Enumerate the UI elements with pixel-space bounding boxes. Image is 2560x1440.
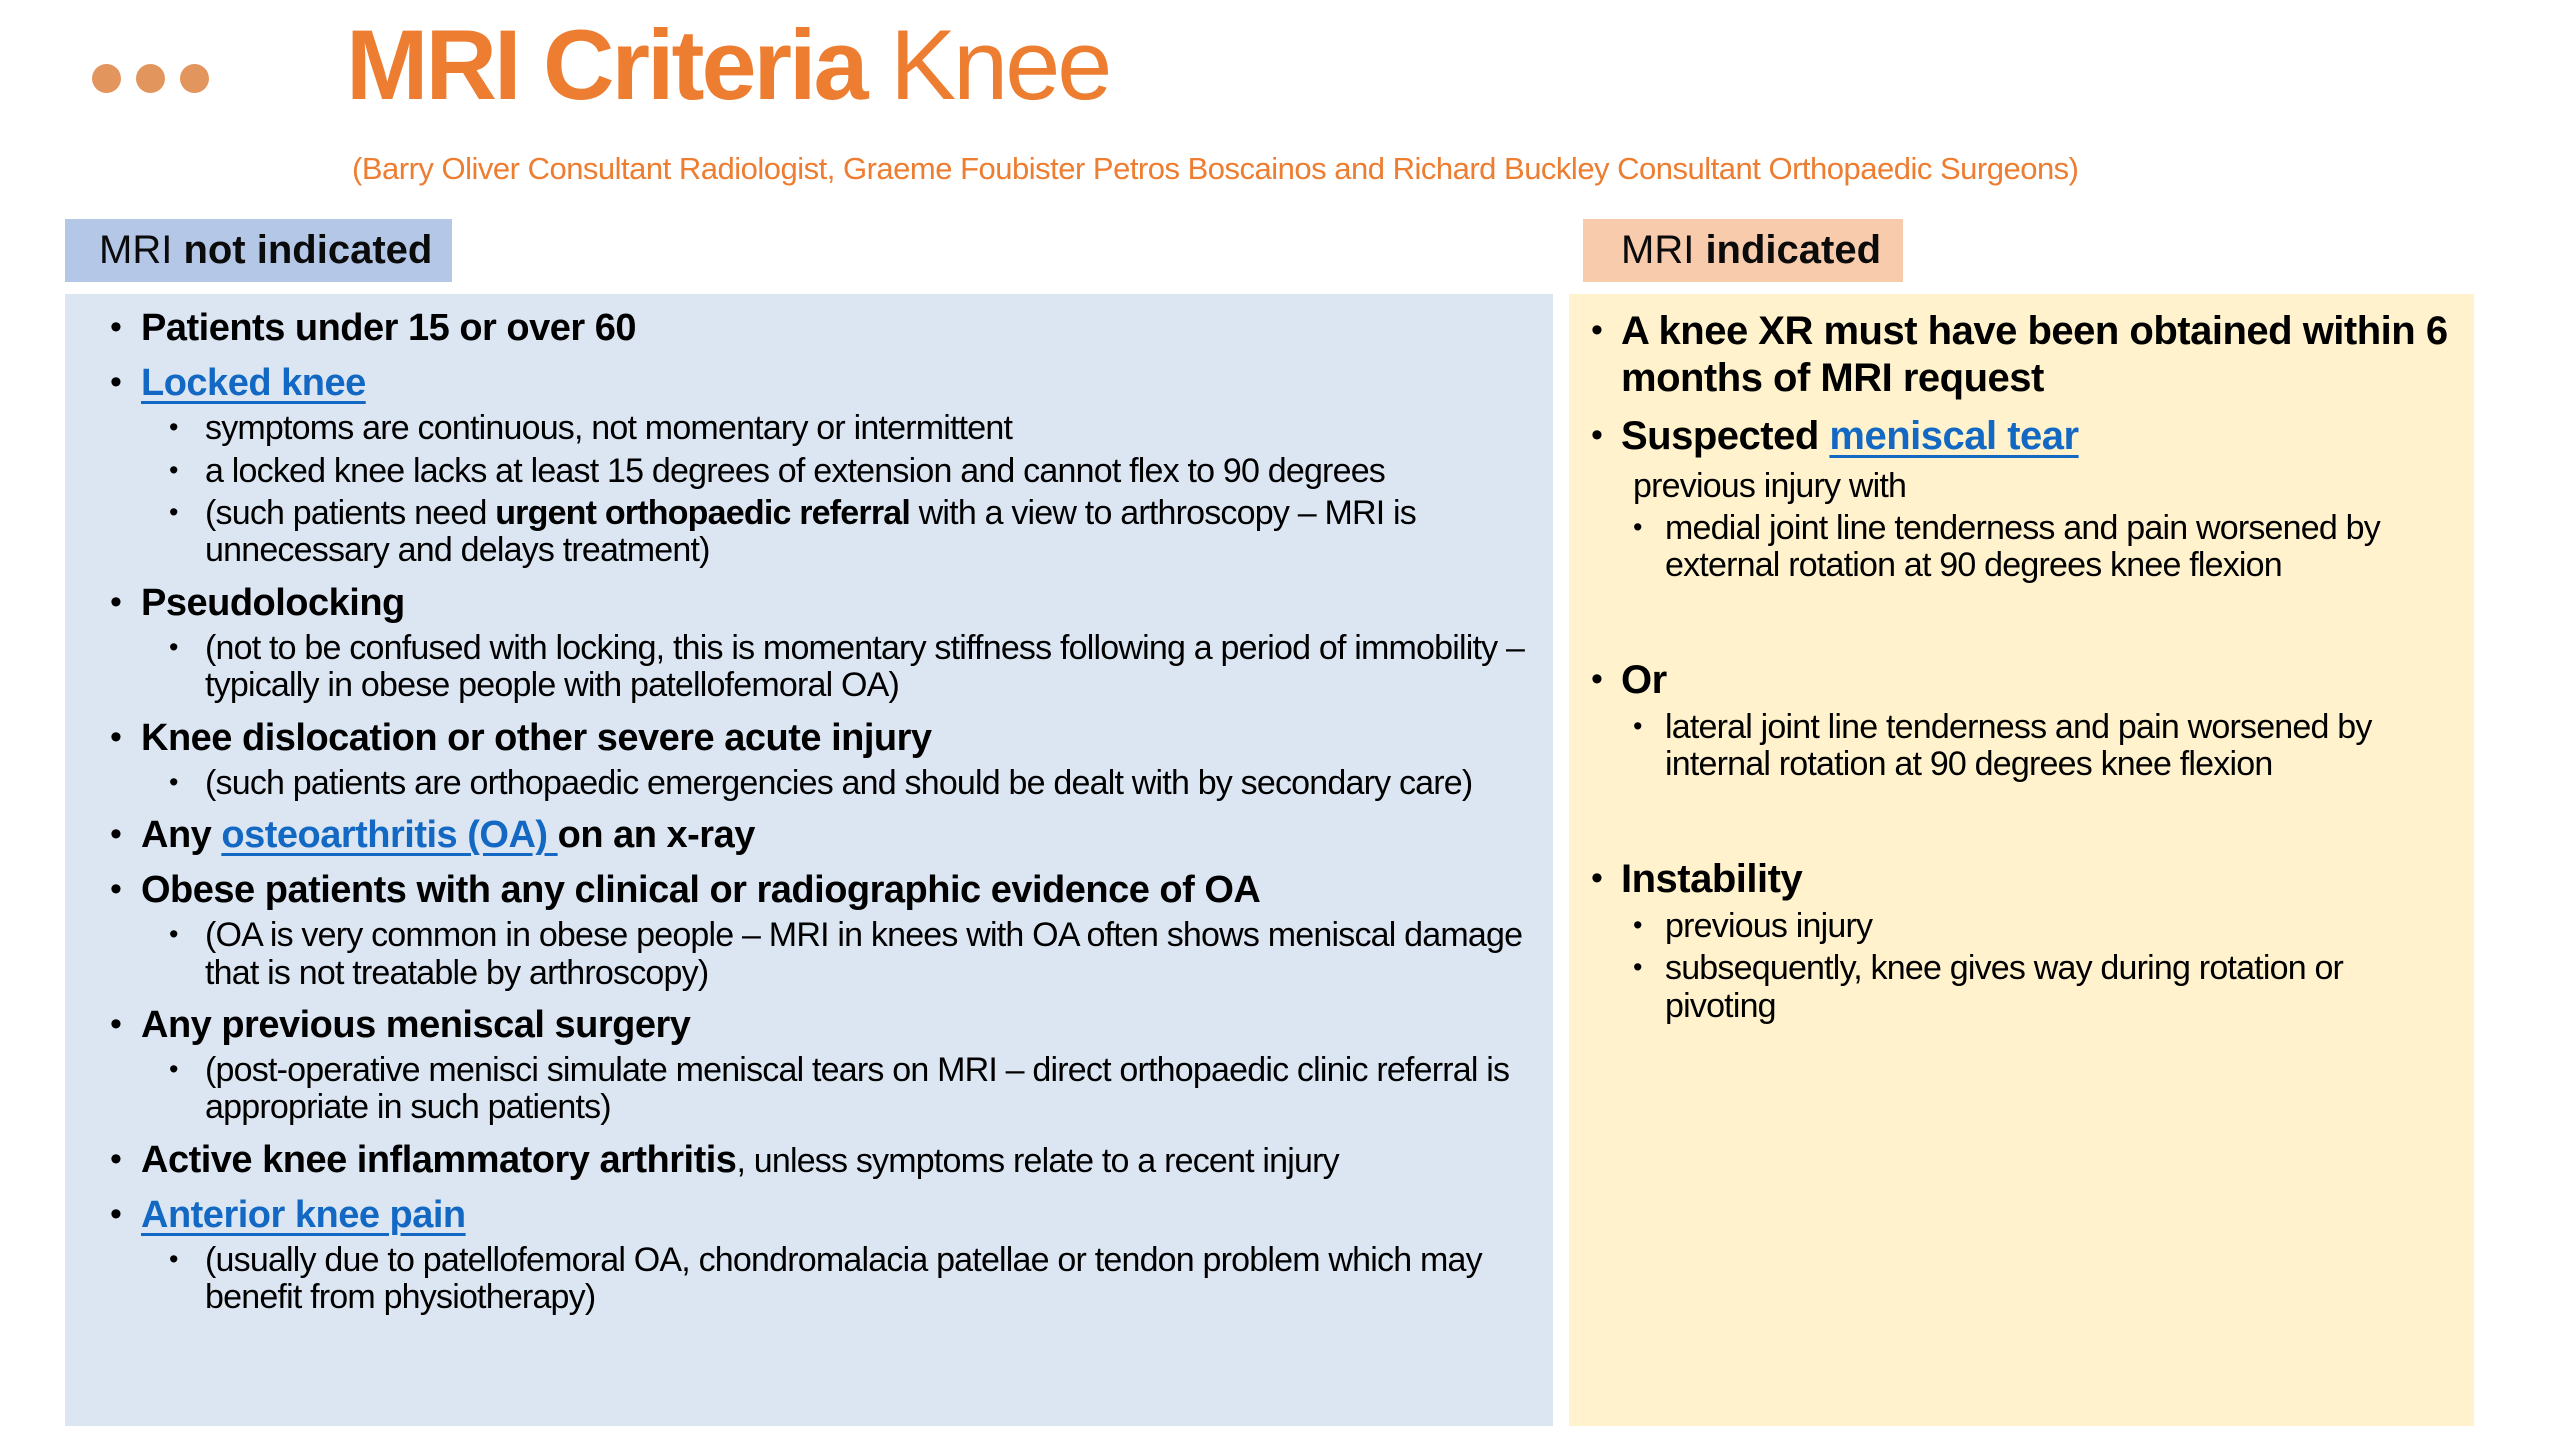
text-run: Suspected bbox=[1621, 414, 1830, 459]
bullet-marker: • bbox=[110, 582, 122, 621]
text-run: Any previous meniscal surgery bbox=[141, 1003, 691, 1046]
text-run: Or bbox=[1621, 657, 1667, 702]
bullet-marker: • bbox=[169, 766, 178, 797]
bullet-marker: • bbox=[1591, 416, 1603, 455]
text-run: (such patients are orthopaedic emergenci… bbox=[205, 763, 1473, 802]
bullet-marker: • bbox=[110, 1194, 122, 1233]
column-header-mri-not-indicated: MRI not indicated bbox=[65, 219, 453, 282]
text-run: (such patients need bbox=[205, 493, 496, 532]
bullet-marker: • bbox=[1633, 952, 1642, 983]
panel-mri-not-indicated: • Patients under 15 or over 60 • Locked kne… bbox=[65, 294, 1553, 1426]
slide-accent-dots bbox=[92, 64, 209, 93]
bullet-marker: • bbox=[1591, 858, 1603, 897]
bullet-item: • subsequently, knee gives way during rot… bbox=[1591, 949, 2458, 1025]
page-title-secondary: Knee bbox=[890, 9, 1112, 120]
bullet-marker: • bbox=[110, 1139, 122, 1178]
text-run: Pseudolocking bbox=[141, 581, 405, 624]
text-run: Knee dislocation or other severe acute i… bbox=[141, 716, 932, 759]
bullet-marker: • bbox=[1633, 511, 1642, 542]
bullet-marker: • bbox=[1633, 909, 1642, 940]
header-prefix: MRI bbox=[99, 228, 184, 272]
bullet-marker: • bbox=[169, 631, 178, 662]
bullet-marker: • bbox=[110, 308, 122, 346]
bullet-marker: • bbox=[110, 815, 122, 854]
text-run: (usually due to patellofemoral OA, chond… bbox=[205, 1241, 1483, 1317]
bullet-item: • symptoms are continuous, not momentary … bbox=[105, 409, 1529, 448]
text-run: on an x-ray bbox=[557, 814, 756, 857]
accent-dot-icon bbox=[136, 64, 165, 93]
bullet-marker: • bbox=[169, 496, 178, 527]
header-emphasis: indicated bbox=[1705, 228, 1882, 272]
text-run: Active knee inflammatory arthritis bbox=[141, 1138, 737, 1181]
accent-dot-icon bbox=[180, 64, 209, 93]
text-run: Any bbox=[141, 814, 222, 857]
text-run: a locked knee lacks at least 15 degrees … bbox=[205, 451, 1386, 490]
bullet-marker: • bbox=[1591, 659, 1603, 698]
bullet-item: • Patients under 15 or over 60 bbox=[105, 306, 1529, 350]
text-run: Instability bbox=[1621, 856, 1803, 901]
bullet-marker: • bbox=[169, 919, 178, 950]
bullet-marker: • bbox=[169, 454, 178, 485]
bullet-item: • (post-operative menisci simulate menisc… bbox=[105, 1051, 1529, 1127]
bullet-marker: • bbox=[110, 363, 122, 402]
page-title-main: MRI Criteria bbox=[346, 9, 891, 120]
accent-dot-icon bbox=[92, 64, 121, 93]
text-run: (post-operative menisci simulate menisca… bbox=[205, 1051, 1510, 1127]
text-run: Patients under 15 or over 60 bbox=[141, 307, 636, 349]
bullet-item: • (such patients are orthopaedic emergenc… bbox=[105, 763, 1529, 802]
text-run: (not to be confused with locking, this i… bbox=[205, 628, 1525, 705]
bullet-item: • (such patients need urgent orthopaedic … bbox=[105, 493, 1529, 570]
text-run: previous injury with bbox=[1633, 466, 1907, 505]
text-run: , unless symptoms relate to a recent inj… bbox=[736, 1141, 1339, 1180]
bullet-item: • (usually due to patellofemoral OA, chon… bbox=[105, 1241, 1529, 1317]
header-prefix: MRI bbox=[1621, 228, 1706, 272]
bullet-item: • Suspected meniscal tear bbox=[1591, 413, 2458, 460]
bullet-item: • (OA is very common in obese people – MR… bbox=[105, 916, 1529, 992]
bullet-item: • lateral joint line tenderness and pain … bbox=[1591, 707, 2458, 784]
text-run: urgent orthopaedic referral bbox=[495, 493, 911, 532]
bullet-marker: • bbox=[110, 717, 122, 756]
column-header-mri-indicated: MRI indicated bbox=[1583, 219, 1904, 282]
text-run: subsequently, knee gives way during rota… bbox=[1665, 949, 2344, 1025]
bullet-item: • Instability bbox=[1591, 856, 2458, 903]
bullet-item: • Active knee inflammatory arthritis, unl… bbox=[105, 1138, 1529, 1182]
bullet-marker: • bbox=[1591, 311, 1603, 349]
bullet-item: • Pseudolocking bbox=[105, 581, 1529, 625]
bullet-item: • Locked knee bbox=[105, 361, 1529, 405]
text-run: symptoms are continuous, not momentary o… bbox=[205, 409, 1013, 448]
text-run: Obese patients with any clinical or radi… bbox=[141, 869, 1261, 912]
bullet-item: • A knee XR must have been obtained withi… bbox=[1591, 308, 2458, 402]
panel-mri-indicated: • A knee XR must have been obtained withi… bbox=[1569, 294, 2474, 1426]
bullet-item: • Obese patients with any clinical or rad… bbox=[105, 868, 1529, 912]
text-run: lateral joint line tenderness and pain w… bbox=[1665, 707, 2372, 784]
bullet-marker: • bbox=[110, 870, 122, 909]
text-run: with a view to arthroscopy – MRI is unne… bbox=[205, 493, 1417, 570]
text-run: A knee XR must have been obtained within… bbox=[1621, 309, 2448, 401]
bullet-item: • (not to be confused with locking, this … bbox=[105, 628, 1529, 705]
subtitle-credits: (Barry Oliver Consultant Radiologist, Gr… bbox=[352, 151, 2079, 186]
text-run: previous injury bbox=[1665, 906, 1873, 945]
inline-link[interactable]: osteoarthritis (OA) bbox=[221, 814, 558, 857]
bullet-marker: • bbox=[169, 412, 178, 443]
text-run: medial joint line tenderness and pain wo… bbox=[1665, 508, 2381, 585]
inline-link[interactable]: meniscal tear bbox=[1829, 414, 2079, 459]
bullet-item: • previous injury bbox=[1591, 906, 2458, 945]
bullet-item: previous injury with bbox=[1591, 466, 2458, 505]
header-emphasis: not indicated bbox=[183, 228, 433, 272]
bullet-item: • Anterior knee pain bbox=[105, 1193, 1529, 1237]
bullet-item: • Or bbox=[1591, 657, 2458, 704]
bullet-item: • Knee dislocation or other severe acute … bbox=[105, 716, 1529, 760]
bullet-marker: • bbox=[1633, 710, 1642, 741]
page-title: MRI Criteria Knee bbox=[346, 8, 1112, 122]
inline-link[interactable]: Locked knee bbox=[141, 362, 366, 405]
bullet-item: • Any osteoarthritis (OA) on an x-ray bbox=[105, 813, 1529, 857]
bullet-item: • Any previous meniscal surgery bbox=[105, 1003, 1529, 1047]
bullet-item: • a locked knee lacks at least 15 degrees… bbox=[105, 451, 1529, 490]
inline-link[interactable]: Anterior knee pain bbox=[141, 1193, 466, 1236]
bullet-marker: • bbox=[169, 1054, 178, 1085]
text-run: (OA is very common in obese people – MRI… bbox=[205, 916, 1523, 992]
bullet-marker: • bbox=[169, 1244, 178, 1274]
bullet-item: • medial joint line tenderness and pain w… bbox=[1591, 508, 2458, 585]
bullet-marker: • bbox=[110, 1004, 122, 1043]
